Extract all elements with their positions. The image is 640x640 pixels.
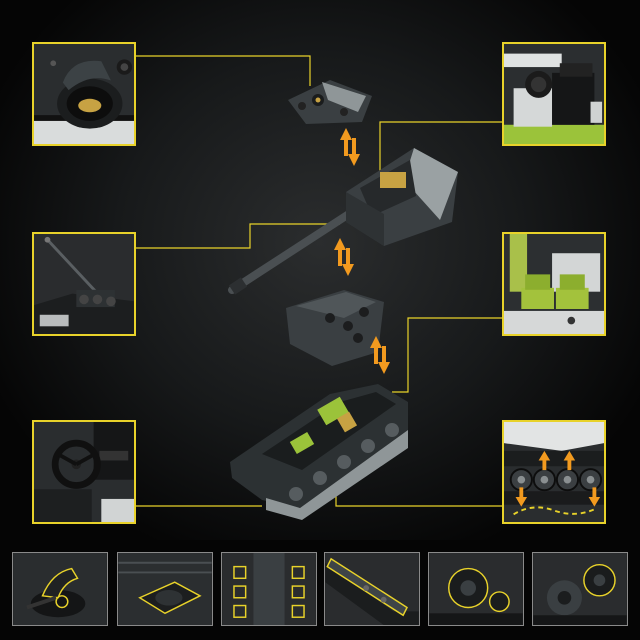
gun-mount-icon — [13, 553, 107, 625]
callout-steering-wheel — [32, 420, 136, 524]
thumb-hull-rail[interactable] — [324, 552, 420, 626]
callout-suspension — [502, 420, 606, 524]
suspension-icon — [504, 422, 604, 522]
round-plate-icon — [118, 553, 212, 625]
callout-antenna — [32, 232, 136, 336]
hull-chassis — [230, 384, 408, 520]
thumb-round-plate[interactable] — [117, 552, 213, 626]
thumb-road-wheel[interactable] — [532, 552, 628, 626]
antenna-icon — [34, 234, 134, 334]
callout-engine — [502, 42, 606, 146]
engine-icon — [504, 44, 604, 144]
exploded-tank-model — [228, 80, 458, 520]
turret-with-gun — [228, 148, 458, 295]
assembly-arrows — [334, 128, 390, 374]
bracket-icon — [222, 553, 316, 625]
hatch-icon — [34, 44, 134, 144]
thumb-hatch-gun-mount[interactable] — [12, 552, 108, 626]
callout-hatch — [32, 42, 136, 146]
product-stage — [0, 0, 640, 540]
drive-wheel-icon — [429, 553, 523, 625]
seat-icon — [504, 234, 604, 334]
rail-icon — [325, 553, 419, 625]
thumb-drive-wheel[interactable] — [428, 552, 524, 626]
callout-crew-seats — [502, 232, 606, 336]
turret-roof-plate — [288, 80, 372, 124]
hull-top-plate — [286, 290, 384, 366]
thumbnail-strip — [0, 540, 640, 640]
thumb-yellow-brackets[interactable] — [221, 552, 317, 626]
road-wheel-icon — [533, 553, 627, 625]
steering-wheel-icon — [34, 422, 134, 522]
